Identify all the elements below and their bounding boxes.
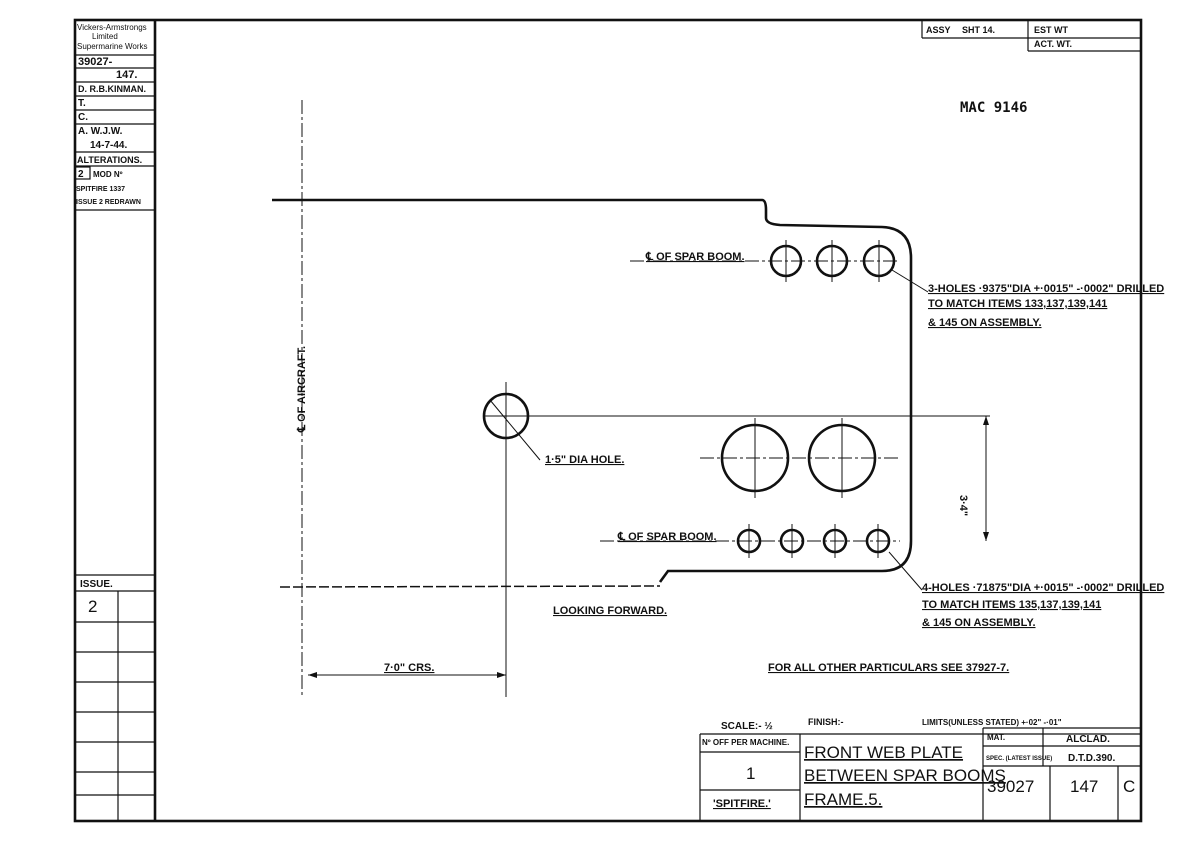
spec-label: SPEC. (LATEST ISSUE): [986, 756, 1052, 762]
bottom-holes-leader: [888, 551, 923, 591]
act-weight: ACT. WT.: [1034, 39, 1072, 49]
top-holes-leader: [891, 269, 929, 293]
bottom-holes-note-1: 4-HOLES ·71875"DIA +·0015" -·0002" DRILL…: [922, 582, 1164, 594]
hole-leader-line: [489, 399, 541, 461]
drawing-title-line-3: FRAME.5.: [804, 790, 882, 809]
sidebar-sheet-no: 147.: [116, 69, 137, 81]
item-number: 147: [1070, 777, 1098, 796]
company-line-3: Supermarine Works: [77, 42, 148, 51]
top-holes-note-2: TO MATCH ITEMS 133,137,139,141: [928, 298, 1107, 310]
alterations-label: ALTERATIONS.: [77, 155, 142, 165]
material-label: MAT.: [987, 733, 1005, 742]
web-plate-outline: [272, 198, 913, 583]
bottom-spar-label: ℄ OF SPAR BOOM.: [617, 531, 717, 543]
reference-number: MAC 9146: [960, 100, 1027, 116]
issue-value: 2: [88, 597, 97, 616]
company-line-1: Vickers-Armstrongs: [77, 23, 147, 32]
dia-hole-label: 1·5" DIA HOLE.: [545, 454, 624, 466]
drawn-by: D. R.B.KINMAN.: [78, 84, 146, 94]
quantity-value: 1: [746, 764, 755, 783]
other-particulars-note: FOR ALL OTHER PARTICULARS SEE 37927-7.: [768, 662, 1009, 674]
alteration-line-3: ISSUE 2 REDRAWN: [76, 199, 141, 206]
drawing-title-line-2: BETWEEN SPAR BOOMS: [804, 766, 1006, 785]
lightening-holes: [720, 418, 877, 498]
top-holes: [769, 240, 896, 282]
alteration-number: 2: [78, 169, 84, 180]
bottom-holes: [736, 524, 891, 558]
drawing-date: 14-7-44.: [90, 140, 127, 151]
looking-forward-label: LOOKING FORWARD.: [553, 605, 667, 617]
est-weight: EST WT: [1034, 25, 1068, 35]
number-off-label: Nº OFF PER MACHINE.: [702, 738, 789, 747]
vertical-dimension-label: 3·4": [957, 495, 969, 516]
top-holes-note-1: 3-HOLES ·9375"DIA +·0015" -·0002" DRILLE…: [928, 283, 1164, 295]
top-spar-label: ℄ OF SPAR BOOM.: [645, 251, 745, 263]
sheet-border: [73, 18, 1143, 823]
sidebar-drawing-no: 39027-: [78, 56, 113, 68]
traced-by: T.: [78, 98, 86, 109]
alteration-line-2: SPITFIRE 1337: [76, 186, 125, 193]
centers-dimension-label: 7·0" CRS.: [384, 662, 434, 674]
drawing-number: 39027: [987, 777, 1034, 796]
drawing-title-line-1: FRONT WEB PLATE: [804, 743, 963, 762]
top-right-block: [921, 20, 1141, 52]
limits-label: LIMITS(UNLESS STATED) +·02" -·01": [922, 718, 1062, 727]
bottom-holes-note-2: TO MATCH ITEMS 135,137,139,141: [922, 599, 1101, 611]
top-holes-note-3: & 145 ON ASSEMBLY.: [928, 317, 1042, 329]
drawing-letter: C: [1123, 777, 1135, 796]
aircraft-centerline-label: ℄ OF AIRCRAFT.: [296, 346, 308, 433]
assy-label: ASSY: [926, 25, 951, 35]
spec-value: D.T.D.390.: [1068, 753, 1115, 764]
material-value: ALCLAD.: [1066, 734, 1110, 745]
alteration-line-1: MOD Nº: [93, 170, 123, 179]
checked-by: C.: [78, 112, 88, 123]
sheet-label: SHT 14.: [962, 25, 995, 35]
scale-label: SCALE:- ½: [721, 721, 773, 732]
finish-label: FINISH:-: [808, 717, 844, 727]
machine-name: 'SPITFIRE.': [713, 798, 771, 810]
bottom-holes-note-3: & 145 ON ASSEMBLY.: [922, 617, 1036, 629]
approved-by: A. W.J.W.: [78, 126, 123, 137]
plate-bottom-hidden-edge: [279, 585, 661, 588]
company-line-2: Limited: [92, 32, 118, 41]
sidebar-table: [74, 54, 155, 821]
issue-label: ISSUE.: [80, 579, 113, 590]
title-block-grid: [699, 727, 1141, 821]
